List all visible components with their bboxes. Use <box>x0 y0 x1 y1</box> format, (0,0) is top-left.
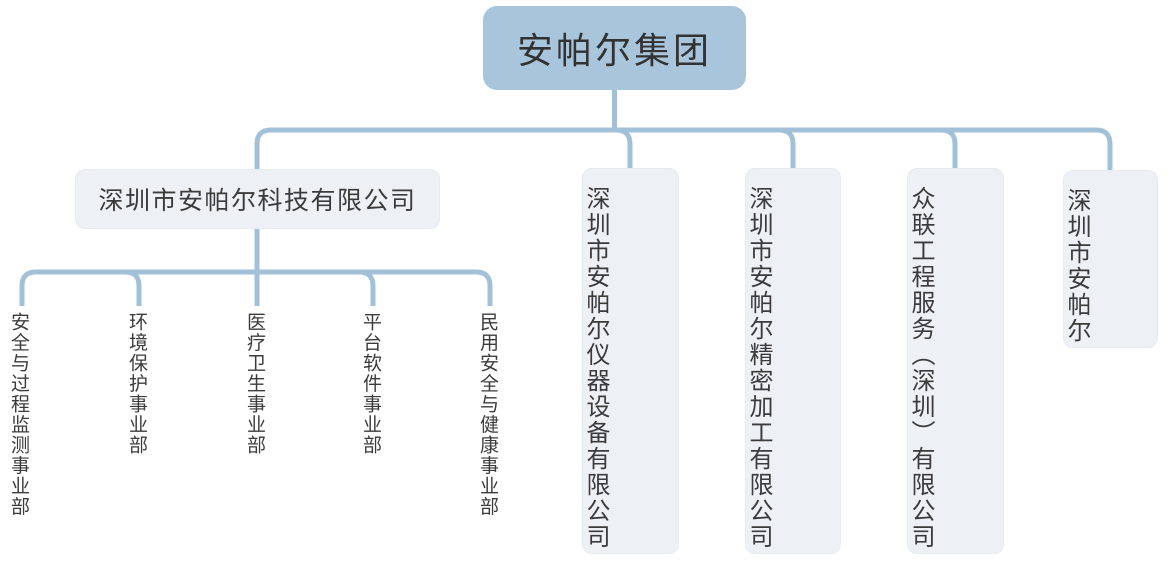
org-division-platform-software: 平台软件事业部 <box>360 312 381 456</box>
org-division-safety-process-monitoring: 安全与过程监测事业部 <box>8 312 29 517</box>
org-node-subsidiary-instrument: 深圳市安帕尔仪器设备有限公司 <box>582 168 679 554</box>
connector-drop-sub1 <box>615 127 633 169</box>
org-division-environmental-protection: 环境保护事业部 <box>126 312 147 456</box>
connector-drop-sub3 <box>940 127 958 169</box>
connector-drop-div2 <box>124 269 142 306</box>
org-node-subsidiary-zhonglian: 众联工程服务（深圳）有限公司 <box>907 168 1004 554</box>
connector-level2-bus <box>19 269 493 306</box>
org-node-subsidiary-tech: 深圳市安帕尔科技有限公司 <box>75 169 440 229</box>
org-node-label: 深圳市安帕尔仪器设备有限公司 <box>582 185 609 550</box>
org-node-label: 深圳市安帕尔精密加工有限公司 <box>745 185 772 550</box>
org-node-root: 安帕尔集团 <box>483 6 746 90</box>
org-division-civil-safety-health: 民用安全与健康事业部 <box>477 312 498 517</box>
org-node-subsidiary-precision: 深圳市安帕尔精密加工有限公司 <box>745 168 841 554</box>
org-node-label: 深圳市安帕尔 <box>1063 187 1090 344</box>
org-node-subsidiary-anpaer: 深圳市安帕尔 <box>1063 170 1158 348</box>
connector-drop-div4 <box>358 269 376 306</box>
connector-drop-sub2 <box>778 127 796 169</box>
connector-level1-bus <box>254 127 1113 171</box>
org-node-label: 众联工程服务（深圳）有限公司 <box>907 185 934 550</box>
org-division-medical-health: 医疗卫生事业部 <box>244 312 265 456</box>
